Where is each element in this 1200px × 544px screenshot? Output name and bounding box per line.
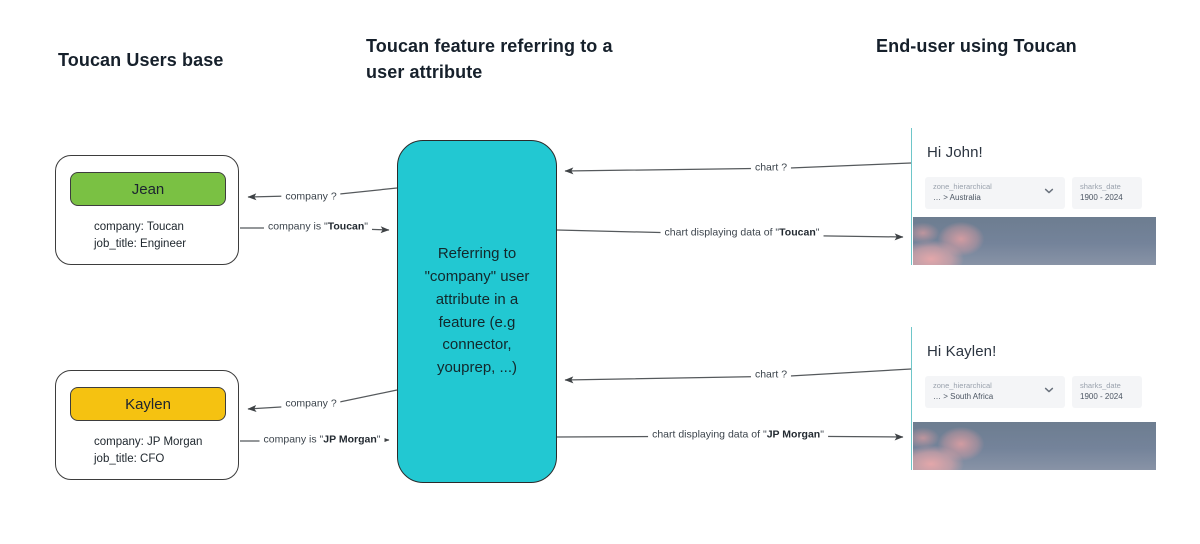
dashboard-card-john[interactable]: Hi John! zone_hierarchical … > Australia…	[911, 128, 1156, 265]
dashboard-greeting-kaylen: Hi Kaylen!	[927, 343, 997, 360]
filter-chip-sharks-date-john[interactable]: sharks_date 1900 - 2024	[1072, 177, 1142, 210]
edge-label-chart-answer-top-pre: chart displaying data of "	[664, 226, 780, 239]
feature-box: Referring to "company" user attribute in…	[397, 140, 557, 483]
column-heading-feature: Toucan feature referring to a user attri…	[366, 36, 613, 82]
chevron-down-icon[interactable]	[1044, 385, 1054, 394]
edge-label-chart-answer-top-post: "	[815, 226, 820, 239]
filter-chip-zone-hierarchical-kaylen[interactable]: zone_hierarchical … > South Africa	[925, 376, 1065, 409]
dashboard-photo-john	[913, 217, 1156, 265]
dashboard-greeting-john: Hi John!	[927, 144, 983, 161]
edge-label-kaylen-answer-value: JP Morgan	[323, 433, 377, 446]
edge-label-jean-query: company ?	[281, 190, 341, 204]
user-attr-company-jean: company: Toucan	[94, 221, 184, 233]
user-pill-jean: Jean	[70, 172, 226, 206]
edge-label-jean-answer-pre: company is "	[267, 220, 328, 233]
edge-chart-query-top	[564, 162, 912, 175]
dashboard-card-kaylen[interactable]: Hi Kaylen! zone_hierarchical … > South A…	[911, 327, 1156, 470]
user-card-kaylen[interactable]: Kaylen company: JP Morgan job_title: CFO	[55, 370, 239, 480]
filter-chip-sharks-date-kaylen[interactable]: sharks_date 1900 - 2024	[1072, 376, 1142, 409]
filter-label-zone-hierarchical-kaylen: zone_hierarchical	[933, 381, 992, 390]
edge-label-jean-answer-value: Toucan	[327, 220, 365, 233]
chevron-down-icon[interactable]	[1044, 186, 1054, 195]
user-name-kaylen: Kaylen	[125, 395, 171, 413]
user-attr-jobtitle-jean: job_title: Engineer	[94, 238, 187, 251]
filter-value-zone-hierarchical-john: … > Australia	[933, 193, 981, 203]
edge-label-chart-answer-bottom-value: JP Morgan	[766, 428, 821, 441]
user-attributes-kaylen: company: JP Morgan job_title: CFO	[94, 434, 202, 469]
user-card-jean[interactable]: Jean company: Toucan job_title: Engineer	[55, 155, 239, 265]
filter-label-zone-hierarchical-john: zone_hierarchical	[933, 182, 992, 191]
filter-label-sharks-date-kaylen: sharks_date	[1080, 381, 1121, 390]
user-name-jean: Jean	[131, 180, 165, 198]
dashboard-photo-kaylen	[913, 422, 1156, 470]
filter-value-zone-hierarchical-kaylen: … > South Africa	[933, 392, 994, 402]
edge-label-kaylen-answer-post: "	[376, 433, 381, 446]
edge-label-chart-answer-bottom-pre: chart displaying data of "	[652, 428, 767, 441]
user-attr-company-kaylen: company: JP Morgan	[94, 436, 203, 448]
edge-label-kaylen-query: company ?	[281, 397, 341, 411]
user-attr-jobtitle-kaylen: job_title: CFO	[94, 453, 165, 466]
user-pill-kaylen: Kaylen	[70, 387, 226, 421]
column-heading-users: Toucan Users base	[58, 50, 224, 70]
column-heading-enduser: End-user using Toucan	[876, 36, 1077, 56]
filter-value-sharks-date-kaylen: 1900 - 2024	[1080, 392, 1123, 402]
user-attributes-jean: company: Toucan job_title: Engineer	[94, 219, 186, 254]
edge-label-chart-answer-bottom-post: "	[820, 428, 824, 441]
edge-label-chart-answer-bottom: chart displaying data of "JP Morgan"	[648, 428, 828, 442]
edge-label-chart-answer-top-value: Toucan	[779, 226, 816, 239]
edge-label-kaylen-answer: company is "JP Morgan"	[259, 433, 385, 447]
edge-label-jean-answer: company is "Toucan"	[263, 220, 373, 234]
edge-label-jean-answer-post: "	[364, 220, 369, 233]
edge-label-chart-query-top: chart ?	[750, 161, 792, 175]
edge-label-chart-answer-top: chart displaying data of "Toucan"	[660, 226, 824, 240]
edge-chart-query-bottom	[564, 368, 912, 384]
edge-label-kaylen-answer-pre: company is "	[263, 433, 324, 446]
filter-chip-zone-hierarchical-john[interactable]: zone_hierarchical … > Australia	[925, 177, 1065, 210]
edge-label-chart-query-bottom: chart ?	[750, 368, 792, 382]
filter-value-sharks-date-john: 1900 - 2024	[1080, 193, 1123, 203]
filter-label-sharks-date-john: sharks_date	[1080, 182, 1121, 191]
feature-box-text: Referring to "company" user attribute in…	[424, 245, 530, 377]
dashboard-filters-john: zone_hierarchical … > Australia sharks_d…	[912, 161, 1156, 210]
dashboard-filters-kaylen: zone_hierarchical … > South Africa shark…	[912, 360, 1156, 409]
